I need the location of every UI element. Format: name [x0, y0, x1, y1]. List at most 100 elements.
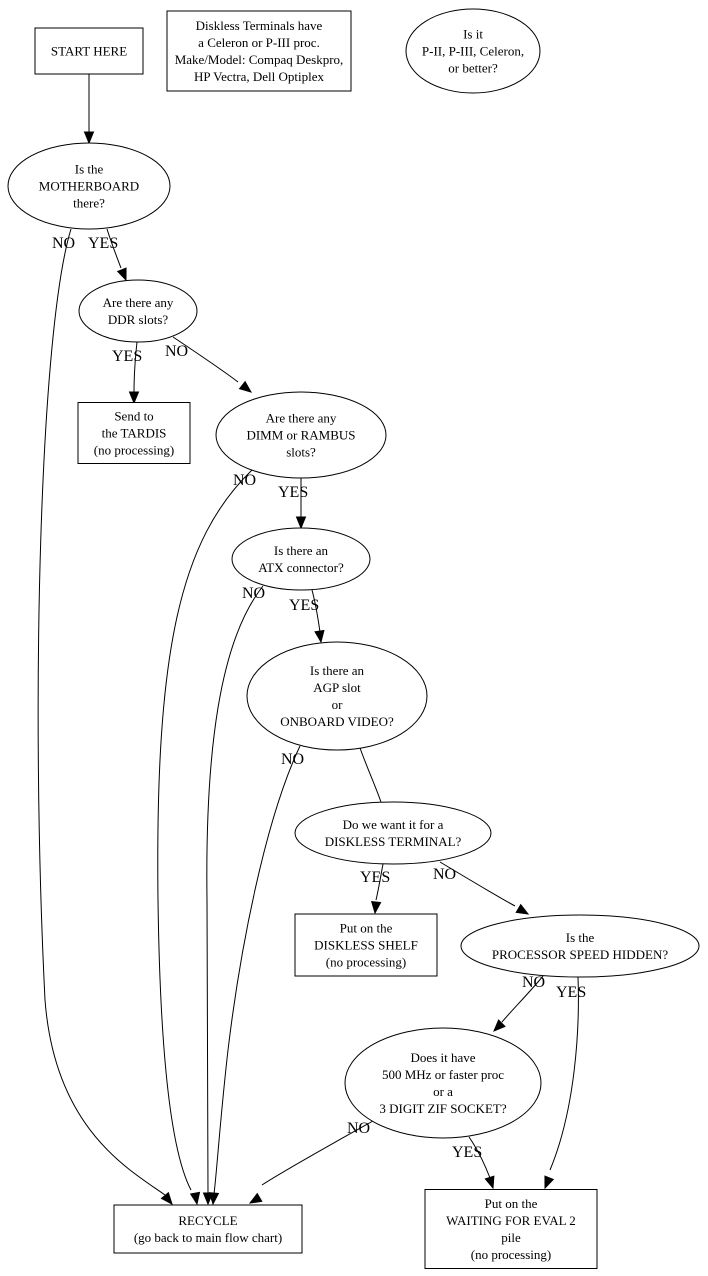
node-text-line: (no processing)	[326, 955, 407, 970]
node-recycle: RECYCLE (go back to main flow chart)	[113, 1204, 303, 1254]
node-text-line: ATX connector?	[258, 560, 344, 575]
edge-motherboard-to-ddr	[106, 228, 127, 282]
ellipse-shape	[78, 279, 198, 343]
node-text-line: pile	[501, 1230, 521, 1245]
ellipse-shape	[246, 641, 428, 751]
edge-ddr-to-tardis	[128, 341, 140, 405]
box-shape	[166, 10, 352, 92]
node-text-line: Is the	[566, 930, 595, 945]
node-text-line: or a	[433, 1084, 453, 1099]
edge-label-no: NO	[433, 866, 456, 883]
arrowhead-icon	[544, 1175, 555, 1190]
box-shape	[77, 402, 191, 464]
arrowhead-icon	[238, 380, 253, 393]
node-text-line: RECYCLE	[178, 1213, 237, 1228]
edge-motherboard-to-recycle	[37, 228, 173, 1206]
arrowhead-icon	[189, 1191, 201, 1206]
edge-speed_hidden-to-mhz	[493, 975, 544, 1032]
edge-label-no: NO	[522, 974, 545, 991]
node-text-line: Make/Model: Compaq Deskpro,	[175, 52, 344, 67]
edge-agp-to-recycle	[208, 745, 301, 1206]
node-text-line: Is it	[463, 27, 483, 42]
edge-line	[439, 861, 516, 907]
arrowhead-icon	[128, 391, 140, 405]
edge-diskless_q-to-diskless_shelf	[370, 863, 384, 915]
edge-dimm-to-recycle	[157, 469, 253, 1206]
arrowhead-icon	[370, 901, 382, 915]
ellipse-shape	[460, 914, 700, 978]
edge-line	[133, 341, 138, 394]
node-text-line: Put on the	[485, 1196, 538, 1211]
node-text-line: DDR slots?	[108, 312, 169, 327]
node-mhz: Does it have 500 MHz or faster proc or a 3 …	[344, 1027, 542, 1139]
edge-label-yes: YES	[88, 235, 118, 252]
edge-line	[359, 747, 382, 803]
node-text-line: DIMM or RAMBUS	[246, 428, 355, 443]
node-text-line: AGP slot	[313, 680, 361, 695]
edge-label-yes: YES	[556, 984, 586, 1001]
node-text-line: Do we want it for a	[343, 817, 444, 832]
edge-line	[172, 336, 239, 383]
node-text-line: 3 DIGIT ZIF SOCKET?	[379, 1101, 506, 1116]
edge-label-yes: YES	[360, 869, 390, 886]
node-text-line: Does it have	[411, 1050, 476, 1065]
ellipse-shape	[294, 801, 492, 865]
node-text-line: or better?	[448, 61, 498, 76]
edge-label-yes: YES	[289, 597, 319, 614]
node-text-line: Put on the	[340, 921, 393, 936]
node-note-cpu: Is it P-II, P-III, Celeron, or better?	[405, 8, 541, 94]
node-text-line: slots?	[286, 445, 316, 460]
edge-line	[261, 1120, 374, 1186]
node-text-line: Send to	[114, 409, 153, 424]
edge-line	[468, 1136, 491, 1179]
edge-label-no: NO	[347, 1120, 370, 1137]
edge-line	[157, 469, 253, 1191]
edge-ddr-to-dimm	[172, 336, 253, 393]
box-shape	[294, 913, 438, 977]
arrowhead-icon	[314, 629, 325, 644]
node-text-line: 500 MHz or faster proc	[382, 1067, 504, 1082]
node-text-line: Is the	[75, 162, 104, 177]
node-text-line: HP Vectra, Dell Optiplex	[194, 69, 324, 84]
arrowhead-icon	[493, 1019, 506, 1032]
edges-layer	[37, 74, 579, 1206]
edge-line	[311, 589, 321, 633]
node-text-line: Diskless Terminals have	[196, 18, 323, 33]
node-text-line: P-II, P-III, Celeron,	[422, 44, 524, 59]
node-text-line: DISKLESS SHELF	[314, 938, 418, 953]
edge-speed_hidden-to-eval2	[544, 976, 579, 1190]
ellipse-shape	[405, 8, 541, 94]
node-text-line: MOTHERBOARD	[39, 179, 139, 194]
node-text-line: (go back to main flow chart)	[134, 1230, 282, 1245]
node-text-line: Are there any	[103, 295, 174, 310]
node-text-line: (no processing)	[94, 443, 175, 458]
node-text-line: DISKLESS TERMINAL?	[325, 834, 462, 849]
edge-dimm-to-atx	[295, 478, 307, 530]
node-text-line: there?	[73, 196, 105, 211]
edge-label-yes: YES	[278, 484, 308, 501]
edge-label-yes: YES	[112, 348, 142, 365]
edge-label-yes: YES	[452, 1144, 482, 1161]
node-text-line: or	[332, 697, 344, 712]
arrowhead-icon	[295, 516, 307, 530]
arrowhead-icon	[484, 1175, 495, 1190]
edge-label-no: NO	[233, 472, 256, 489]
ellipse-shape	[231, 527, 371, 591]
edge-label-no: NO	[52, 235, 75, 252]
edge-line	[37, 228, 166, 1196]
edge-start-to-motherboard	[83, 74, 95, 145]
edge-mhz-to-recycle	[248, 1120, 374, 1204]
node-text-line: WAITING FOR EVAL 2	[446, 1213, 576, 1228]
edge-line	[206, 585, 264, 1196]
node-text-line: ONBOARD VIDEO?	[280, 714, 394, 729]
